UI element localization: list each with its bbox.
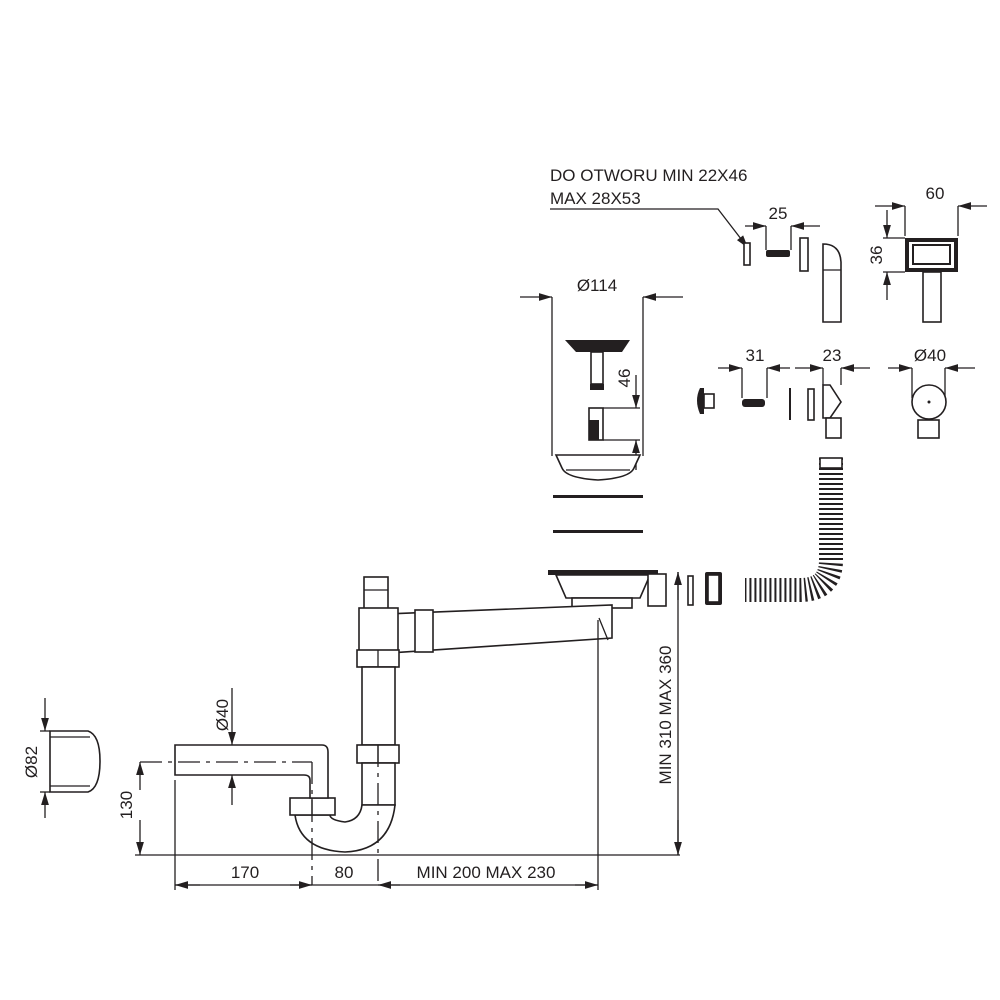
- dim-25: 25: [769, 204, 788, 223]
- dim-114: Ø114: [577, 276, 617, 295]
- overflow-hose: [687, 457, 843, 606]
- dim-arm-length: MIN 200 MAX 230: [417, 863, 556, 882]
- dim-total-height: MIN 310 MAX 360: [656, 646, 675, 785]
- overflow-parts-bottom: 31 23 Ø40: [697, 346, 975, 439]
- dim-60: 60: [926, 184, 945, 203]
- dim-170: 170: [231, 863, 259, 882]
- dim-80: 80: [335, 863, 354, 882]
- strainer-assembly: Ø114 46: [520, 276, 683, 533]
- siphon-body: [140, 570, 667, 885]
- hole-size-label-1: DO OTWORU MIN 22X46: [550, 166, 747, 185]
- leader-line: [550, 208, 749, 249]
- dim-31: 31: [746, 346, 765, 365]
- dim-46: 46: [615, 369, 634, 388]
- hole-size-label-2: MAX 28X53: [550, 189, 641, 208]
- dim-82: Ø82: [22, 746, 41, 778]
- dim-outlet-40: Ø40: [213, 699, 232, 731]
- overflow-parts-top: 25 60 36: [743, 184, 987, 323]
- main-dimensions: 130 Ø40 170 80 MIN 200 MAX 230 MIN 310 M…: [117, 572, 682, 890]
- dim-36: 36: [867, 246, 886, 265]
- dim-130: 130: [117, 791, 136, 819]
- dim-overflow-40: Ø40: [914, 346, 946, 365]
- outlet-cap: Ø82: [22, 698, 101, 818]
- dim-23: 23: [823, 346, 842, 365]
